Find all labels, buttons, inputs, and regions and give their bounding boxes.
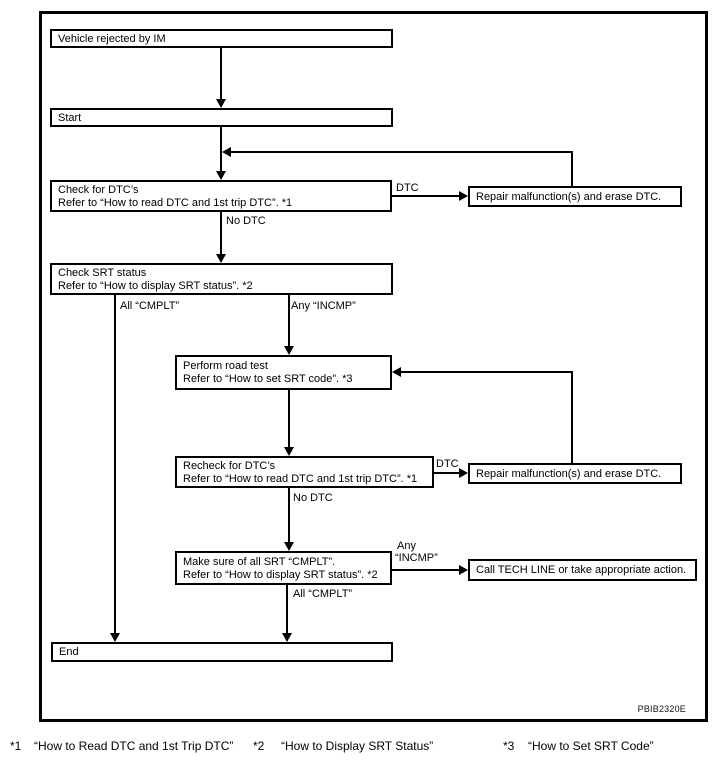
node-road-test-line2: Refer to “How to set SRT code”. *3 [183, 373, 353, 385]
node-call-tech-line: Call TECH LINE or take appropriate actio… [468, 559, 697, 581]
node-end: End [51, 642, 393, 662]
connector-loop1-vertical [571, 151, 573, 186]
node-recheck-dtc: Recheck for DTC’s Refer to “How to read … [175, 456, 434, 488]
edge-label-any-second-line1: Any [397, 540, 416, 552]
connector-checksrt-to-end [114, 295, 116, 633]
node-start: Start [50, 108, 393, 127]
node-road-test-line1: Perform road test [183, 360, 268, 372]
connector-loop2-horizontal [401, 371, 573, 373]
arrowhead-into-end-left [110, 633, 120, 642]
footnote-1-ref: *1 [10, 739, 22, 753]
arrowhead-into-end-right [282, 633, 292, 642]
node-vehicle-rejected: Vehicle rejected by IM [50, 29, 393, 48]
connector-makesure-to-end [286, 585, 288, 633]
footnote-3-label: “How to Set SRT Code” [528, 739, 654, 753]
edge-label-no-dtc-second: No DTC [293, 492, 333, 504]
footnote-2-label: “How to Display SRT Status” [281, 739, 434, 753]
connector-checkdtc-to-checksrt [220, 212, 222, 254]
node-check-dtc-line2: Refer to “How to read DTC and 1st trip D… [58, 196, 293, 209]
arrowhead-into-roadtest [284, 346, 294, 355]
node-repair-second-label: Repair malfunction(s) and erase DTC. [476, 467, 662, 480]
node-call-tech-line-label: Call TECH LINE or take appropriate actio… [476, 564, 687, 576]
node-check-srt-line2: Refer to “How to display SRT status”. *2 [58, 279, 253, 292]
connector-checksrt-to-roadtest [288, 295, 290, 346]
node-recheck-dtc-line1: Recheck for DTC’s [183, 459, 276, 472]
footnote-1-label: “How to Read DTC and 1st Trip DTC” [34, 739, 234, 753]
node-make-sure-line1: Make sure of all SRT “CMPLT”. [183, 555, 336, 568]
arrowhead-into-repair2 [459, 468, 468, 478]
node-check-dtc: Check for DTC’s Refer to “How to read DT… [50, 180, 392, 212]
arrowhead-into-recheck [284, 447, 294, 456]
node-make-sure: Make sure of all SRT “CMPLT”. Refer to “… [175, 551, 392, 585]
arrowhead-loop1-left [222, 147, 231, 157]
arrowhead-into-checksrt [216, 254, 226, 263]
node-start-label: Start [58, 111, 82, 124]
arrowhead-into-start [216, 99, 226, 108]
arrowhead-loop2-into-roadtest [392, 367, 401, 377]
footnote-3-ref: *3 [503, 739, 515, 753]
edge-label-all-cmplt-second: All “CMPLT” [293, 588, 353, 600]
connector-loop2-vertical [571, 371, 573, 463]
connector-recheck-to-repair2 [434, 472, 460, 474]
node-check-dtc-line1: Check for DTC’s [58, 183, 139, 196]
connector-recheck-to-makesure [288, 488, 290, 542]
connector-loop1-horizontal [231, 151, 573, 153]
edge-label-dtc-second: DTC [436, 458, 459, 470]
footnote-2-ref: *2 [253, 739, 265, 753]
node-end-label: End [59, 646, 79, 658]
edge-label-any-incmp-first: Any “INCMP” [291, 300, 356, 312]
arrowhead-into-makesure [284, 542, 294, 551]
node-repair-first-label: Repair malfunction(s) and erase DTC. [476, 190, 662, 203]
arrowhead-into-checkdtc [216, 171, 226, 180]
edge-label-any-second-line2: “INCMP” [395, 552, 438, 564]
node-vehicle-rejected-label: Vehicle rejected by IM [58, 32, 166, 45]
edge-label-no-dtc-first: No DTC [226, 215, 266, 227]
arrowhead-into-repair1 [459, 191, 468, 201]
node-repair-first: Repair malfunction(s) and erase DTC. [468, 186, 682, 207]
node-repair-second: Repair malfunction(s) and erase DTC. [468, 463, 682, 484]
node-recheck-dtc-line2: Refer to “How to read DTC and 1st trip D… [183, 472, 418, 485]
node-road-test: Perform road test Refer to “How to set S… [175, 355, 392, 390]
connector-makesure-to-calltech [392, 569, 460, 571]
connector-checkdtc-to-repair1 [392, 195, 460, 197]
connector-start-to-checkdtc [220, 127, 222, 171]
arrowhead-into-calltech [459, 565, 468, 575]
connector-vehicle-to-start [220, 47, 222, 99]
node-check-srt-line1: Check SRT status [58, 266, 147, 279]
node-make-sure-line2: Refer to “How to display SRT status”. *2 [183, 568, 378, 581]
connector-roadtest-to-recheck [288, 390, 290, 447]
edge-label-dtc-first: DTC [396, 182, 419, 194]
node-check-srt: Check SRT status Refer to “How to displa… [50, 263, 393, 295]
figure-code: PBIB2320E [637, 704, 686, 714]
edge-label-all-cmplt-first: All “CMPLT” [120, 300, 180, 312]
